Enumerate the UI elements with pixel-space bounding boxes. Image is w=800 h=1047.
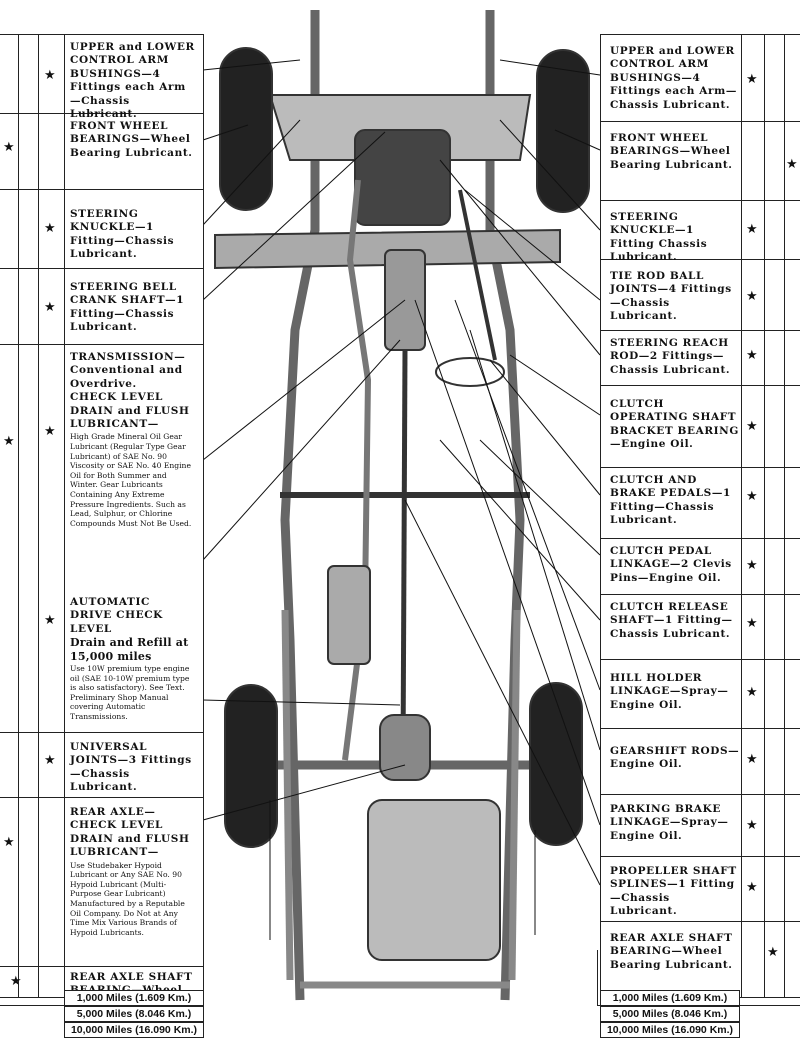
item-text: TRANSMISSION—Conventional and Overdrive.…: [70, 351, 196, 528]
column-divider: [741, 35, 742, 997]
star-marker: ★: [746, 348, 758, 363]
star-marker: ★: [746, 222, 758, 237]
left-item-steering-bell-crank: STEERING BELL CRANK SHAFT—1 Fitting—Chas…: [0, 269, 203, 345]
auto-drive-title: AUTOMATIC DRIVE CHECK LEVEL: [70, 596, 163, 635]
right-item-clutch-brake-pedals: CLUTCH AND BRAKE PEDALS—1 Fitting—Chassi…: [601, 468, 800, 539]
item-text: HILL HOLDER LINKAGE—Spray—Engine Oil.: [610, 672, 729, 711]
left-lubrication-panel: UPPER and LOWER CONTROL ARM BUSHINGS—4 F…: [0, 34, 204, 1010]
item-text: REAR AXLE SHAFT BEARING—Wheel Bearing Lu…: [610, 932, 733, 971]
right-item-propeller-shaft: PROPELLER SHAFT SPLINES—1 Fitting—Chassi…: [601, 857, 800, 922]
star-marker: ★: [44, 613, 56, 628]
mileage-1000-label-right: 1,000 Miles (1.609 Km.): [600, 990, 740, 1006]
right-item-gearshift-rods: GEARSHIFT RODS—Engine Oil. ★: [601, 729, 800, 795]
item-text: GEARSHIFT RODS—Engine Oil.: [610, 745, 740, 771]
star-marker: ★: [746, 558, 758, 573]
star-marker: ★: [746, 752, 758, 767]
left-item-universal-joints: UNIVERSAL JOINTS—3 Fittings—Chassis Lubr…: [0, 733, 203, 798]
rear-axle-drain: DRAIN and FLUSH LUBRICANT—: [70, 832, 190, 859]
star-marker: ★: [746, 685, 758, 700]
left-item-control-arm-bushings: UPPER and LOWER CONTROL ARM BUSHINGS—4 F…: [0, 35, 203, 120]
right-item-clutch-operating-shaft: CLUTCH OPERATING SHAFT BRACKET BEARING—E…: [601, 386, 800, 468]
transmission-spec: High Grade Mineral Oil Gear Lubricant (R…: [70, 432, 192, 528]
column-divider: [764, 35, 765, 997]
star-marker: ★: [44, 300, 56, 315]
star-marker: ★: [3, 835, 15, 850]
mileage-5000-label: 5,000 Miles (8.046 Km.): [64, 1006, 204, 1022]
item-text: CLUTCH PEDAL LINKAGE—2 Clevis Pins—Engin…: [610, 545, 732, 584]
star-marker: ★: [746, 616, 758, 631]
mileage-1000-label: 1,000 Miles (1.609 Km.): [64, 990, 204, 1006]
right-item-front-wheel-bearings: FRONT WHEEL BEARINGS—Wheel Bearing Lubri…: [601, 122, 800, 201]
right-item-tie-rod: TIE ROD BALL JOINTS—4 Fittings—Chassis L…: [601, 260, 800, 331]
column-divider: [64, 35, 65, 997]
star-marker: ★: [3, 434, 15, 449]
item-text: UPPER and LOWER CONTROL ARM BUSHINGS—4 F…: [70, 41, 195, 121]
item-text: FRONT WHEEL BEARINGS—Wheel Bearing Lubri…: [70, 120, 193, 159]
right-item-steering-knuckle: STEERING KNUCKLE—1 Fitting Chassis Lubri…: [601, 201, 800, 263]
item-text: REAR AXLE—CHECK LEVEL DRAIN and FLUSH LU…: [70, 806, 196, 937]
left-item-steering-knuckle: STEERING KNUCKLE—1 Fitting—Chassis Lubri…: [0, 190, 203, 269]
transmission-drain: DRAIN and FLUSH LUBRICANT—: [70, 404, 190, 431]
item-text: CLUTCH OPERATING SHAFT BRACKET BEARING—E…: [610, 398, 739, 451]
star-marker: ★: [44, 424, 56, 439]
rear-axle-title: REAR AXLE—CHECK LEVEL: [70, 806, 163, 832]
right-item-clutch-pedal-linkage: CLUTCH PEDAL LINKAGE—2 Clevis Pins—Engin…: [601, 539, 800, 595]
rear-axle-spec: Use Studebaker Hypoid Lubricant or Any S…: [70, 860, 185, 937]
left-item-rear-axle: REAR AXLE—CHECK LEVEL DRAIN and FLUSH LU…: [0, 798, 203, 967]
star-marker: ★: [746, 289, 758, 304]
right-item-steering-reach-rod: STEERING REACH ROD—2 Fittings—Chassis Lu…: [601, 331, 800, 386]
item-text: CLUTCH RELEASE SHAFT—1 Fitting—Chassis L…: [610, 601, 733, 640]
star-marker: ★: [3, 140, 15, 155]
mileage-10000-label: 10,000 Miles (16.090 Km.): [64, 1022, 204, 1038]
star-marker: ★: [746, 419, 758, 434]
item-text: STEERING BELL CRANK SHAFT—1 Fitting—Chas…: [70, 281, 185, 334]
right-item-parking-brake: PARKING BRAKE LINKAGE—Spray—Engine Oil. …: [601, 795, 800, 857]
left-item-transmission: TRANSMISSION—Conventional and Overdrive.…: [0, 345, 203, 590]
transmission-check: CHECK LEVEL: [70, 391, 163, 404]
star-marker: ★: [44, 68, 56, 83]
mileage-10000-label-right: 10,000 Miles (16.090 Km.): [600, 1022, 740, 1038]
star-marker: ★: [746, 818, 758, 833]
left-item-front-wheel-bearings: FRONT WHEEL BEARINGS—Wheel Bearing Lubri…: [0, 114, 203, 190]
star-marker: ★: [746, 489, 758, 504]
auto-drive-spec: Use 10W premium type engine oil (SAE 10-…: [70, 664, 190, 721]
auto-drive-refill: Drain and Refill at 15,000 miles: [70, 636, 189, 663]
item-text: CLUTCH AND BRAKE PEDALS—1 Fitting—Chassi…: [610, 474, 731, 527]
star-marker: ★: [44, 753, 56, 768]
column-divider: [38, 35, 39, 997]
star-marker: ★: [746, 72, 758, 87]
item-text: TIE ROD BALL JOINTS—4 Fittings—Chassis L…: [610, 270, 732, 323]
item-text: STEERING KNUCKLE—1 Fitting—Chassis Lubri…: [70, 208, 175, 261]
star-marker: ★: [746, 880, 758, 895]
right-lubrication-panel: UPPER and LOWER CONTROL ARM BUSHINGS—4 F…: [600, 34, 800, 998]
item-text: AUTOMATIC DRIVE CHECK LEVEL Drain and Re…: [70, 596, 196, 722]
star-marker: ★: [44, 221, 56, 236]
column-divider: [18, 35, 19, 997]
item-text: UNIVERSAL JOINTS—3 Fittings—Chassis Lubr…: [70, 741, 192, 794]
item-text: UPPER and LOWER CONTROL ARM BUSHINGS—4 F…: [610, 45, 737, 111]
right-item-clutch-release-shaft: CLUTCH RELEASE SHAFT—1 Fitting—Chassis L…: [601, 595, 800, 660]
star-marker: ★: [767, 945, 779, 960]
right-item-hill-holder: HILL HOLDER LINKAGE—Spray—Engine Oil. ★: [601, 660, 800, 729]
column-divider: [784, 35, 785, 997]
mileage-5000-label-right: 5,000 Miles (8.046 Km.): [600, 1006, 740, 1022]
item-text: STEERING KNUCKLE—1 Fitting Chassis Lubri…: [610, 211, 708, 264]
item-text: PROPELLER SHAFT SPLINES—1 Fitting—Chassi…: [610, 865, 737, 918]
left-item-automatic-drive: AUTOMATIC DRIVE CHECK LEVEL Drain and Re…: [0, 590, 203, 733]
right-item-control-arm-bushings: UPPER and LOWER CONTROL ARM BUSHINGS—4 F…: [601, 35, 800, 122]
item-text: PARKING BRAKE LINKAGE—Spray—Engine Oil.: [610, 803, 729, 842]
item-text: FRONT WHEEL BEARINGS—Wheel Bearing Lubri…: [610, 132, 733, 171]
item-text: STEERING REACH ROD—2 Fittings—Chassis Lu…: [610, 337, 731, 376]
star-marker: ★: [786, 157, 798, 172]
transmission-title: TRANSMISSION—Conventional and Overdrive.: [70, 351, 186, 390]
star-marker: ★: [10, 974, 22, 989]
right-item-rear-axle-shaft: REAR AXLE SHAFT BEARING—Wheel Bearing Lu…: [601, 922, 800, 997]
